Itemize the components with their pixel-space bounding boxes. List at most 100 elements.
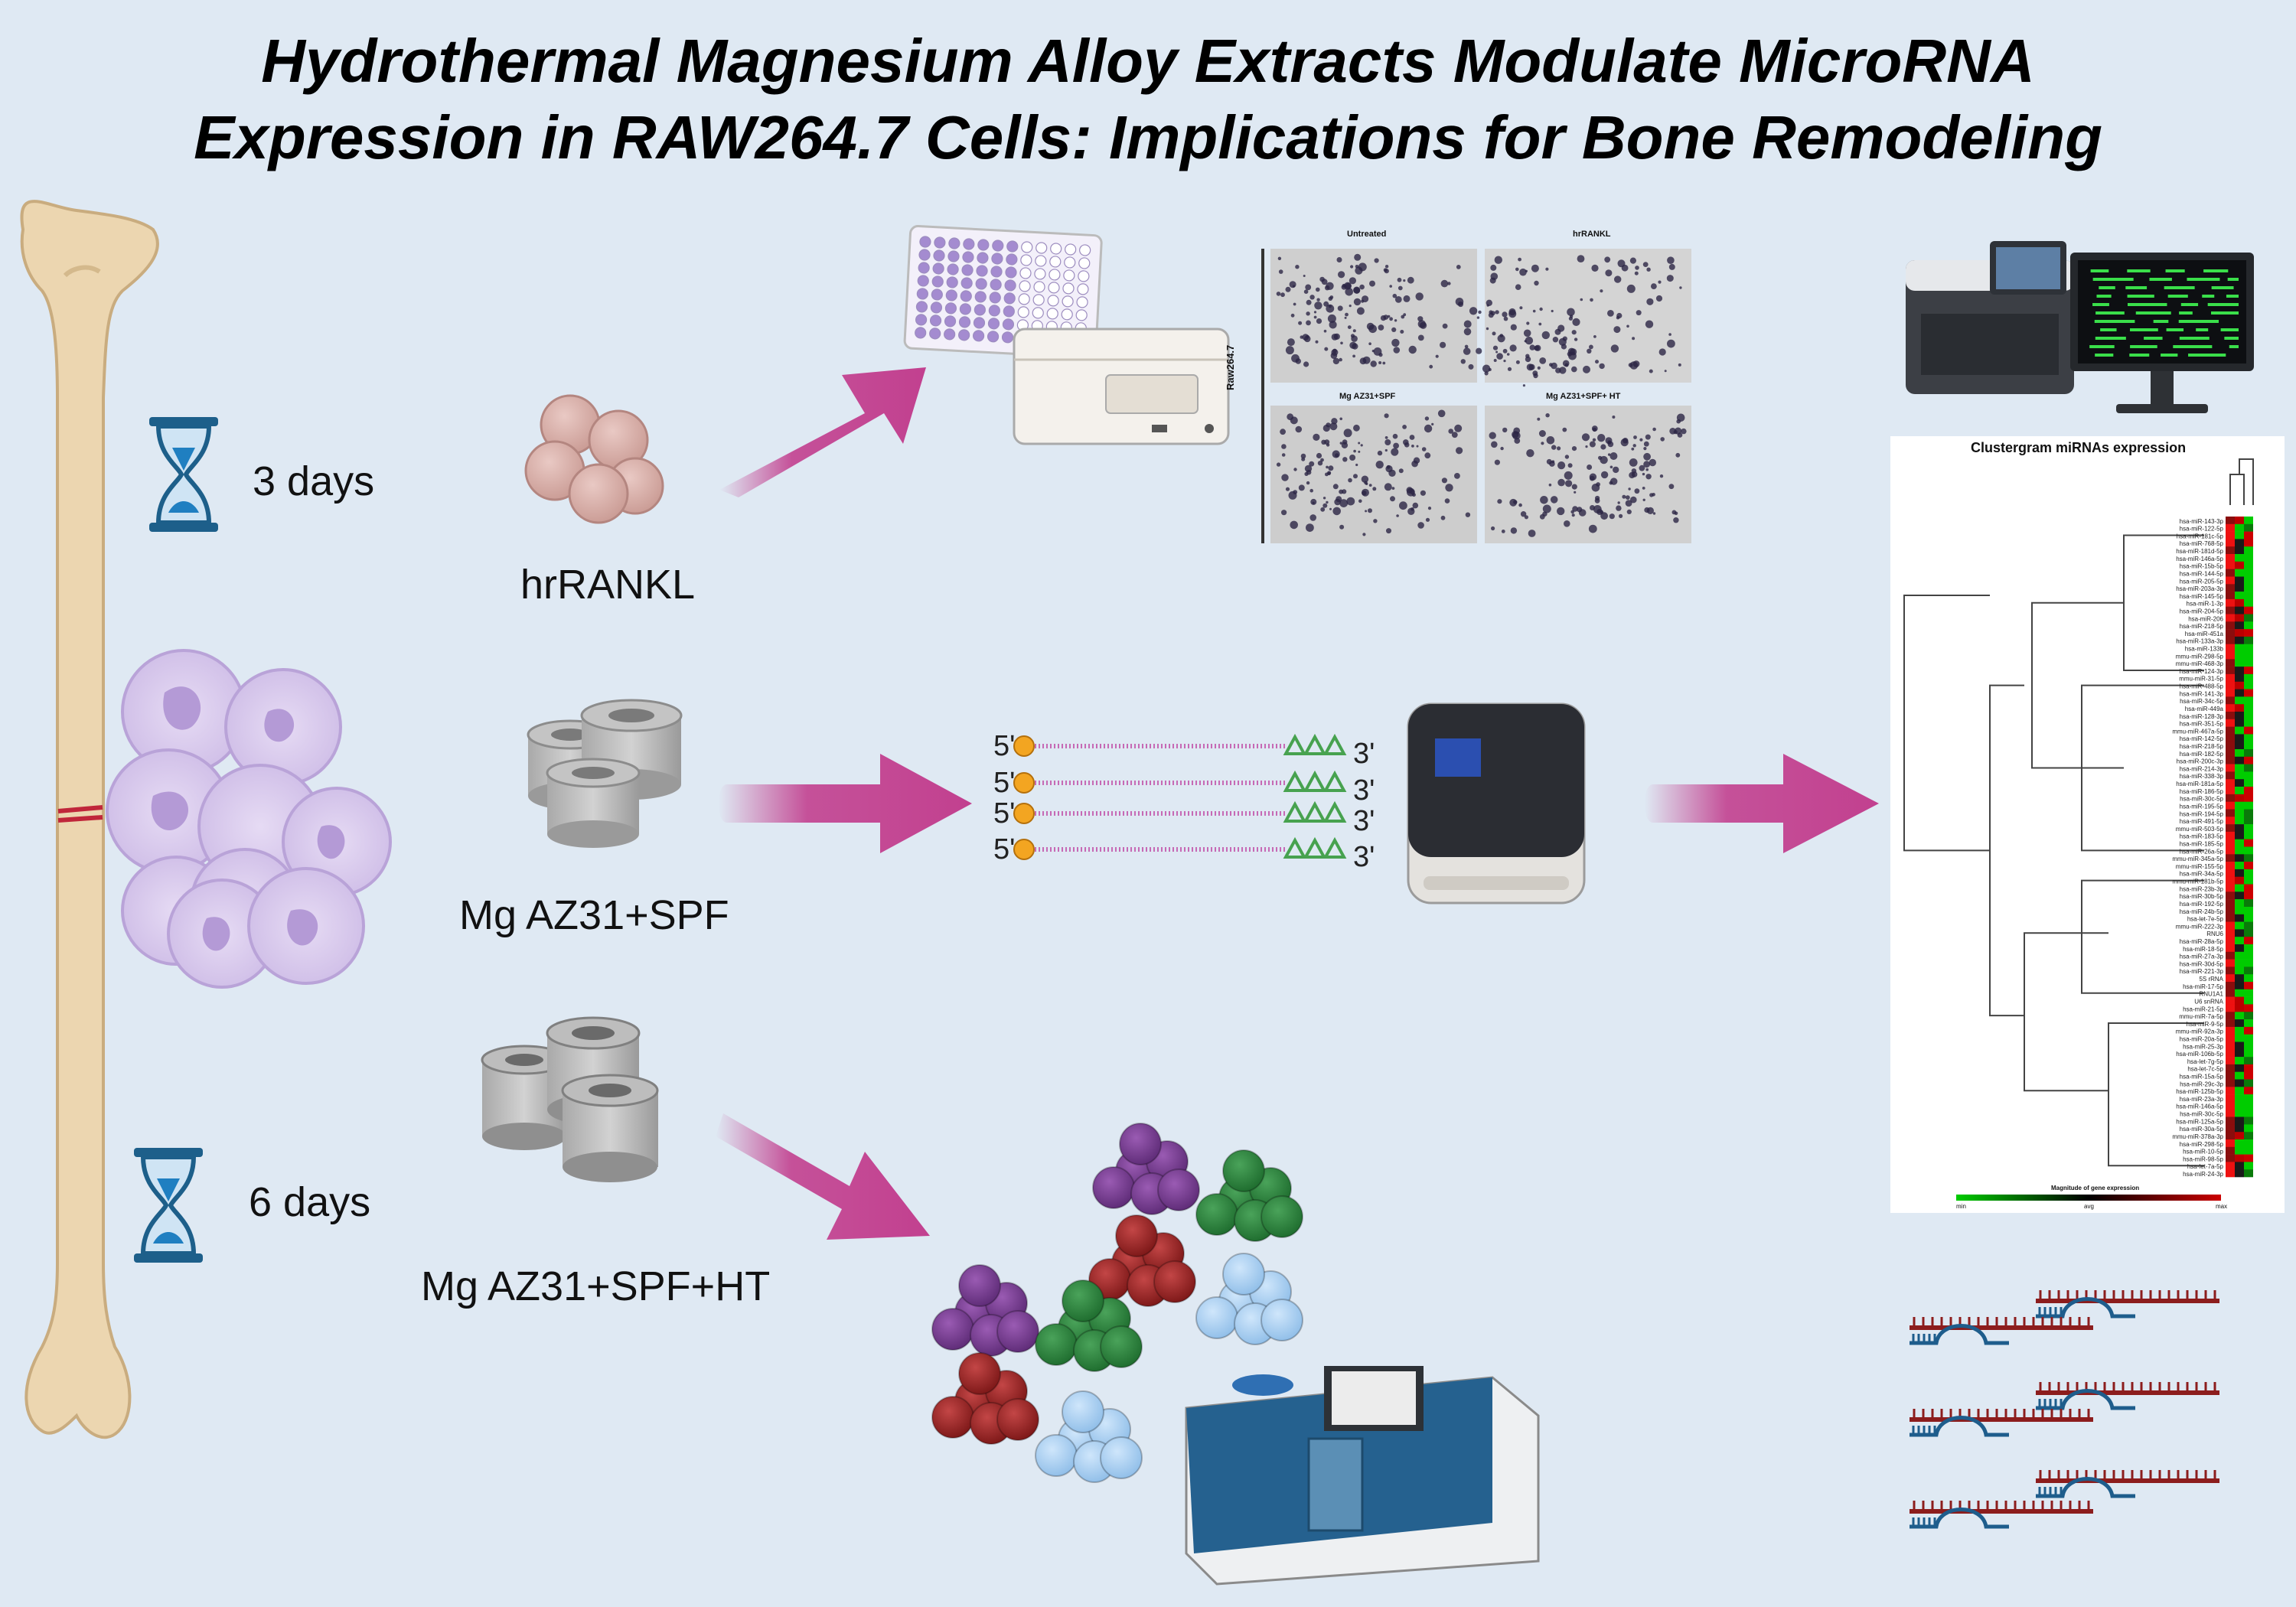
clustergram-scale-max: max — [2216, 1203, 2228, 1210]
mirna-row-label: hsa-miR-142-5p — [2180, 735, 2224, 742]
stained-cell — [1626, 509, 1632, 515]
heatmap-cell — [2235, 704, 2244, 712]
five-prime-label: 5' — [993, 797, 1015, 830]
heatmap-cell — [2226, 1162, 2235, 1170]
stained-cell — [1568, 316, 1573, 321]
stained-cell — [1643, 461, 1651, 468]
mirna-row-label: mmu-miR-503-5p — [2176, 826, 2224, 833]
heatmap-cell — [2244, 704, 2253, 712]
stained-cell — [1360, 444, 1363, 447]
heatmap-cell — [2244, 809, 2253, 817]
stained-cell — [1545, 413, 1550, 418]
three-prime-label: 3' — [1353, 805, 1375, 837]
heatmap-cell — [2244, 554, 2253, 562]
stained-cell — [1525, 356, 1531, 363]
mirna-row-label: hsa-miR-205-5p — [2180, 578, 2224, 585]
stained-cell — [1490, 264, 1497, 271]
stained-cell — [1571, 366, 1577, 373]
plate-well — [1050, 243, 1062, 255]
heatmap-cell — [2226, 517, 2235, 525]
stained-cell — [1600, 512, 1609, 520]
stained-cell — [1628, 487, 1631, 491]
heatmap-cell — [2235, 779, 2244, 787]
stained-cell — [1469, 307, 1478, 315]
heatmap-cell — [2244, 1004, 2253, 1012]
sequence-read — [2149, 278, 2172, 281]
mirna-row-label: hsa-miR-24b-5p — [2180, 908, 2224, 915]
stained-cell — [1675, 452, 1681, 458]
heatmap-cell — [2235, 598, 2244, 607]
heatmap-cell — [2244, 1034, 2253, 1042]
sample-bead — [931, 1308, 974, 1351]
sequence-read — [2130, 328, 2158, 331]
stained-cell — [1557, 478, 1565, 487]
heatmap-cell — [2244, 1101, 2253, 1110]
plate-well — [1078, 270, 1090, 282]
stained-cell — [1489, 432, 1496, 439]
stained-cell — [1293, 468, 1297, 471]
stained-cell — [1626, 284, 1636, 293]
stained-cell — [1454, 424, 1463, 432]
stained-cell — [1404, 442, 1410, 448]
heatmap-cell — [2244, 794, 2253, 802]
stained-cell — [1578, 509, 1587, 517]
stained-cell — [1346, 497, 1355, 506]
stained-cell — [1524, 515, 1528, 520]
plate-well — [918, 262, 930, 274]
stained-cell — [1281, 474, 1289, 481]
stained-cell — [1343, 429, 1352, 438]
poly-a-tail — [1303, 770, 1327, 792]
stained-cell — [1408, 345, 1417, 354]
heatmap-cell — [2244, 899, 2253, 908]
stained-cell — [1354, 253, 1362, 261]
heatmap-cell — [2244, 839, 2253, 847]
heatmap-cell — [2235, 1087, 2244, 1095]
heatmap-cell — [2235, 1019, 2244, 1028]
stained-cell — [1609, 452, 1618, 460]
stained-cell — [1332, 357, 1340, 365]
mirna-row-label: mmu-miR-298-5p — [2176, 653, 2224, 660]
stained-cell — [1633, 435, 1637, 439]
heatmap-cell — [2226, 1109, 2235, 1117]
heatmap-cell — [2226, 1101, 2235, 1110]
stained-cell — [1658, 280, 1662, 284]
heatmap-cell — [2235, 944, 2244, 953]
stained-cell — [1412, 502, 1419, 509]
heatmap-cell — [2235, 1049, 2244, 1058]
stained-cell — [1643, 447, 1647, 451]
stained-cell — [1510, 324, 1517, 331]
heatmap-cell — [2244, 779, 2253, 787]
mirna-hairpins — [1910, 1290, 2219, 1529]
three-prime-label: 3' — [1353, 738, 1375, 770]
stained-cell — [1526, 363, 1534, 371]
stained-cell — [1524, 340, 1527, 343]
heatmap-cell — [2244, 1087, 2253, 1095]
stained-cell — [1411, 493, 1416, 497]
heatmap-cell — [2244, 1109, 2253, 1117]
heatmap-cell — [2244, 801, 2253, 810]
stained-cell — [1607, 310, 1614, 317]
stained-cell — [1506, 353, 1510, 356]
mirna-row-label: hsa-miR-192-5p — [2180, 901, 2224, 908]
stained-cell — [1497, 334, 1505, 343]
heatmap-cell — [2226, 569, 2235, 577]
stained-cell — [1281, 510, 1287, 516]
heatmap-cell — [2226, 726, 2235, 735]
heatmap-cell — [2226, 644, 2235, 652]
sequence-read — [2188, 354, 2226, 357]
stained-cell — [1634, 488, 1640, 494]
stained-cell — [1361, 475, 1369, 483]
heatmap-cell — [2235, 667, 2244, 675]
plate-well — [960, 277, 973, 289]
stained-cell — [1285, 487, 1290, 491]
stained-cell — [1401, 315, 1405, 319]
heatmap-cell — [2244, 1071, 2253, 1080]
mirna-row-label: hsa-miR-204-5p — [2180, 608, 2224, 615]
stained-cell — [1571, 484, 1577, 490]
heatmap-cell — [2226, 974, 2235, 983]
heatmap-cell — [2244, 689, 2253, 697]
heatmap-cell — [2235, 809, 2244, 817]
stained-cell — [1564, 471, 1573, 480]
sample-bead — [1100, 1436, 1143, 1479]
stained-cell — [1509, 498, 1518, 507]
